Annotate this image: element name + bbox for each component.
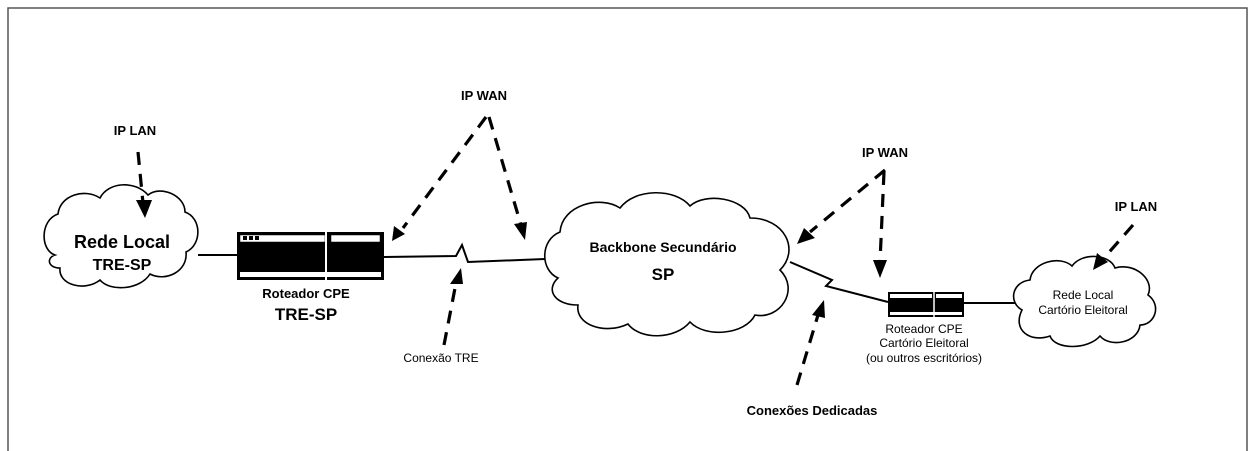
ip-lan-left-arrowhead	[136, 200, 152, 218]
ip-wan-right-arrow-2	[878, 171, 886, 263]
rede-local-right-label-2: Cartório Eleitoral	[1038, 303, 1127, 317]
ip-wan-left-arrowhead-2	[514, 222, 527, 240]
ip-wan-right-arrow-1	[808, 168, 887, 234]
rede-local-left-label-1: Rede Local	[74, 232, 170, 252]
ip-lan-left-arrow	[136, 151, 145, 204]
ip-lan-right-label: IP LAN	[1115, 199, 1157, 214]
ip-wan-left-arrow-2	[487, 116, 523, 226]
ip-wan-right-arrowhead-1	[797, 228, 815, 244]
ip-wan-left-arrowhead-1	[392, 226, 405, 241]
roteador-right-label-2: Cartório Eleitoral	[879, 336, 968, 350]
rede-local-right-label-1: Rede Local	[1053, 288, 1114, 302]
ip-wan-left-label: IP WAN	[461, 88, 507, 103]
conexoes-dedicadas-arrowhead	[812, 300, 825, 318]
ip-wan-left-arrow-1	[401, 116, 488, 229]
backbone-cloud	[544, 191, 790, 337]
roteador-right-label-1: Roteador CPE	[885, 322, 962, 336]
conexao-tre-arrow	[442, 282, 458, 346]
rede-local-cloud-left	[43, 184, 199, 289]
roteador-left-label-2: TRE-SP	[275, 305, 337, 324]
roteador-cpe-right-device	[888, 292, 964, 317]
conexoes-dedicadas-arrow	[795, 314, 820, 386]
conexao-tre-arrowhead	[450, 268, 463, 284]
conexao-tre-link	[383, 242, 546, 264]
rede-local-left-label-2: TRE-SP	[93, 257, 152, 274]
diagram-frame	[7, 7, 1248, 451]
ip-wan-right-label: IP WAN	[862, 145, 908, 160]
conexao-tre-label: Conexão TRE	[403, 351, 478, 365]
backbone-label-1: Backbone Secundário	[589, 239, 736, 255]
roteador-right-label-3: (ou outros escritórios)	[866, 351, 982, 365]
roteador-cpe-left-device	[237, 232, 384, 280]
roteador-left-label-1: Roteador CPE	[262, 286, 350, 301]
ip-lan-right-arrow	[1102, 223, 1135, 260]
ip-wan-right-arrowhead-2	[873, 260, 887, 278]
ip-lan-left-label: IP LAN	[114, 123, 156, 138]
conexoes-dedicadas-label: Conexões Dedicadas	[747, 403, 878, 418]
conexao-dedicada-link	[789, 261, 889, 303]
backbone-label-2: SP	[652, 265, 675, 284]
rede-local-cloud-right	[1012, 255, 1157, 348]
ip-lan-right-arrowhead	[1093, 253, 1108, 270]
